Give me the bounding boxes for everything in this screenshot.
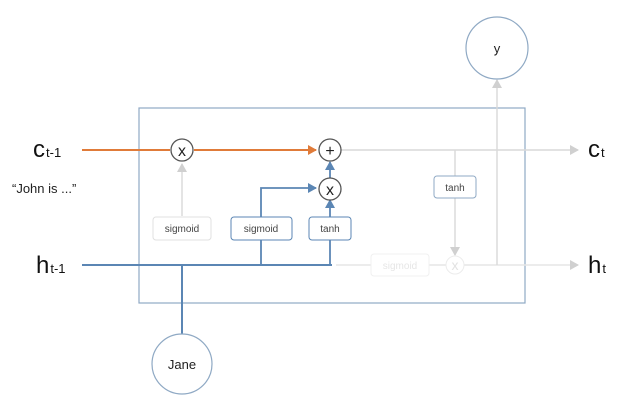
output-node-label: y	[494, 41, 501, 56]
h-next-label: ht	[588, 252, 606, 279]
input-multiply-op: x	[318, 177, 342, 201]
lstm-cell-box	[138, 107, 526, 304]
c-prev-sub: t-1	[46, 145, 61, 160]
output-node: y	[465, 16, 529, 80]
input-multiply-symbol: x	[326, 182, 334, 199]
forget-multiply-symbol: x	[178, 143, 186, 160]
c-prev-main: c	[33, 136, 45, 163]
forget-multiply-op: x	[170, 138, 194, 162]
cell-tanh-label: tanh	[445, 183, 464, 194]
h-prev-main: h	[36, 252, 49, 279]
c-next-label: ct	[588, 136, 605, 163]
h-prev-sub: t-1	[50, 261, 65, 276]
input-node: Jane	[151, 333, 213, 395]
output-gate-box: sigmoid	[370, 253, 430, 277]
forget-gate-label: sigmoid	[165, 224, 199, 235]
c-next-main: c	[588, 136, 600, 163]
c-next-sub: t	[601, 145, 605, 160]
forget-gate-box: sigmoid	[152, 216, 212, 241]
add-symbol: +	[325, 143, 334, 160]
h-next-main: h	[588, 252, 601, 279]
input-node-label: Jane	[168, 357, 196, 372]
add-op: +	[318, 138, 342, 162]
h-prev-label: ht-1	[36, 252, 66, 279]
output-multiply-op: x	[445, 255, 465, 275]
candidate-gate-label: tanh	[320, 224, 339, 235]
input-gate-box: sigmoid	[230, 216, 293, 241]
candidate-gate-box: tanh	[308, 216, 352, 241]
context-text: “John is ...”	[12, 181, 76, 196]
output-gate-label: sigmoid	[383, 261, 417, 272]
output-multiply-symbol: x	[452, 257, 459, 273]
h-next-sub: t	[602, 261, 606, 276]
cell-tanh-box: tanh	[433, 175, 477, 199]
c-prev-label: ct-1	[33, 136, 61, 163]
input-gate-label: sigmoid	[244, 224, 278, 235]
